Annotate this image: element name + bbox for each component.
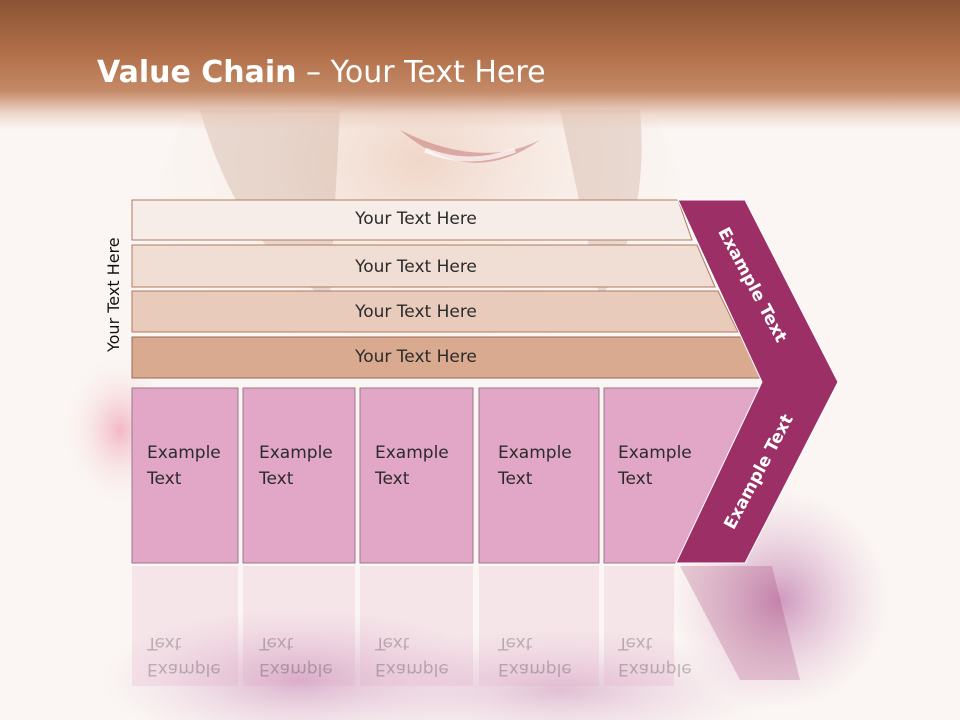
- cell-5-line2: Text: [618, 469, 653, 489]
- cell-2[interactable]: [242, 387, 356, 564]
- cell-5-reflection-line2: Text: [618, 633, 653, 653]
- cell-3-reflection: Example Text: [375, 630, 449, 682]
- cell-4-reflection: Example Text: [498, 630, 572, 682]
- cell-4-line2: Text: [498, 469, 533, 489]
- cell-3-line1: Example: [375, 443, 449, 463]
- cell-5-line1: Example: [618, 443, 692, 463]
- cell-2-reflection-line1: Example: [259, 659, 333, 679]
- slide-title: Value Chain – Your Text Here: [97, 55, 546, 90]
- cell-4-reflection-line2: Text: [498, 633, 533, 653]
- band-3-label: Your Text Here: [355, 302, 477, 322]
- cell-1-reflection: Example Text: [147, 630, 221, 682]
- cell-2-reflection: Example Text: [259, 630, 333, 682]
- chevron-arrow[interactable]: [675, 199, 839, 564]
- cell-3[interactable]: [359, 387, 474, 564]
- cell-1-reflection-line1: Example: [147, 659, 221, 679]
- cell-3-line2: Text: [375, 469, 410, 489]
- title-rest: – Your Text Here: [296, 55, 546, 90]
- cell-1-reflection-line2: Text: [147, 633, 182, 653]
- cell-2-line1: Example: [259, 443, 333, 463]
- cell-3-reflection-line2: Text: [375, 633, 410, 653]
- cell-5-reflection: Example Text: [618, 630, 692, 682]
- cell-3-reflection-line1: Example: [375, 659, 449, 679]
- cell-1[interactable]: [131, 387, 239, 564]
- band-2[interactable]: [131, 244, 716, 288]
- cell-2-reflection-line2: Text: [259, 633, 294, 653]
- cell-4[interactable]: [478, 387, 600, 564]
- cell-4-line1: Example: [498, 443, 572, 463]
- band-2-label: Your Text Here: [355, 257, 477, 277]
- cell-4-reflection-line1: Example: [498, 659, 572, 679]
- cell-1-line1: Example: [147, 443, 221, 463]
- band-4-label: Your Text Here: [355, 347, 477, 367]
- cell-5-reflection-line1: Example: [618, 659, 692, 679]
- cell-1-line2: Text: [147, 469, 182, 489]
- band-1-label: Your Text Here: [355, 209, 477, 229]
- band-1[interactable]: [131, 199, 693, 241]
- title-bold: Value Chain: [97, 55, 297, 90]
- header-bar: [0, 0, 960, 130]
- cell-2-line2: Text: [259, 469, 294, 489]
- band-3[interactable]: [131, 290, 739, 333]
